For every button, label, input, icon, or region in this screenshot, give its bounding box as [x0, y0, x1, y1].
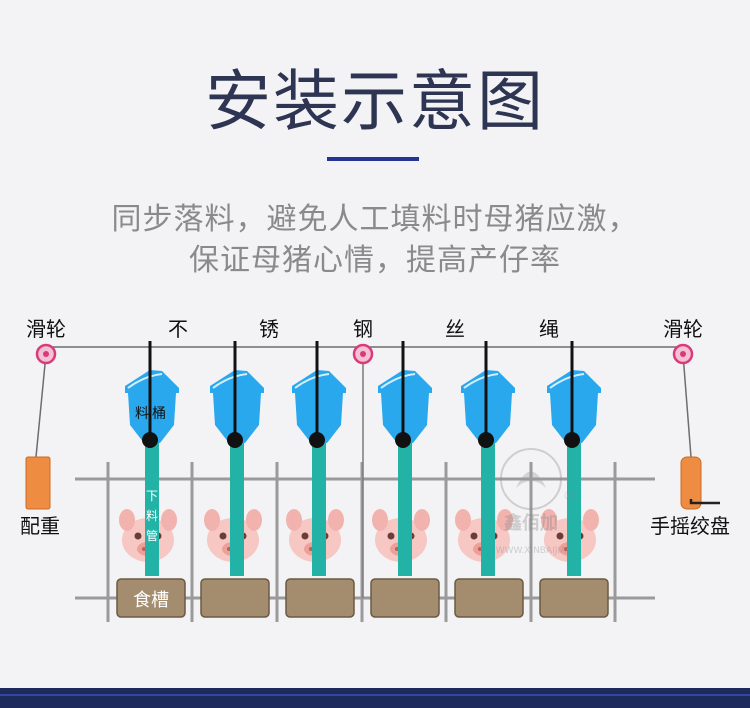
title-underline — [327, 157, 419, 161]
downpipe-label-char: 下 — [146, 489, 158, 503]
hopper — [213, 393, 261, 443]
downpipe — [230, 440, 244, 576]
hopper-label: 料桶 — [135, 406, 169, 422]
subtitle-line-2: 保证母猪心情，提高产仔率 — [189, 243, 561, 278]
feeder-unit — [125, 370, 179, 576]
downpipe — [145, 440, 159, 576]
downpipe-label-char: 料 — [146, 509, 158, 523]
trough — [454, 578, 524, 618]
pulley-right — [672, 343, 694, 365]
winch-drum — [680, 456, 702, 510]
footer-line — [0, 694, 750, 696]
page-title: 安装示意图 — [205, 63, 545, 140]
wire-label-char: 钢 — [353, 317, 373, 341]
downpipe — [398, 440, 412, 576]
watermark-sub: WWW.XINBAIJIA — [496, 546, 567, 556]
lid-highlight — [212, 373, 248, 389]
trough — [200, 578, 270, 618]
wire-rope-label: 不锈钢丝绳 — [168, 317, 559, 341]
hang-lines — [148, 341, 574, 440]
downpipe — [312, 440, 326, 576]
pulley-right-label: 滑轮 — [663, 317, 703, 341]
trough — [370, 578, 440, 618]
hopper — [295, 393, 343, 443]
feeder-unit — [547, 370, 601, 576]
wire-label-char: 丝 — [445, 317, 465, 341]
trough — [116, 578, 186, 618]
trough — [539, 578, 609, 618]
hopper-lid — [125, 370, 179, 393]
feeder-unit — [378, 370, 432, 576]
footer-band — [0, 688, 750, 708]
watermark-mark: ® — [563, 489, 575, 503]
trough-label: 食槽 — [133, 590, 169, 611]
downpipe-label-char: 管 — [146, 528, 158, 543]
wire-label-char: 绳 — [539, 317, 559, 341]
watermark-text: 鑫佰加 — [503, 512, 558, 534]
counterweight-label: 配重 — [20, 514, 60, 538]
subtitle-line-1: 同步落料，避免人工填料时母猪应激， — [111, 202, 639, 237]
right-drop-wire — [682, 353, 692, 458]
lid-highlight — [549, 373, 585, 389]
hopper — [128, 393, 176, 443]
winch-handle — [689, 499, 720, 505]
wire-label-char: 锈 — [259, 317, 279, 341]
hopper-lid — [210, 370, 264, 393]
fence-posts — [106, 462, 617, 622]
feeder-unit — [292, 370, 346, 576]
pulley-center — [352, 343, 374, 365]
feeder-unit — [210, 370, 264, 576]
counterweight — [25, 456, 51, 510]
lid-highlight — [127, 373, 163, 389]
wire-label-char: 不 — [168, 317, 188, 341]
lid-highlight — [463, 373, 499, 389]
lid-highlight — [294, 373, 330, 389]
hopper-lid — [292, 370, 346, 393]
downpipe — [567, 440, 581, 576]
hopper-lid — [461, 370, 515, 393]
winch-label: 手摇绞盘 — [650, 514, 730, 538]
pulley-left-label: 滑轮 — [26, 317, 66, 341]
downpipe — [481, 440, 495, 576]
lid-highlight — [380, 373, 416, 389]
hopper — [381, 393, 429, 443]
left-drop-wire — [35, 353, 47, 458]
trough-row: 食槽 — [116, 578, 609, 618]
trough — [285, 578, 355, 618]
hopper-lid — [378, 370, 432, 393]
hopper — [550, 393, 598, 443]
watermark-logo: 鑫佰加 ® WWW.XINBAIJIA — [496, 448, 575, 556]
hopper — [464, 393, 512, 443]
feeder-unit — [461, 370, 515, 576]
hopper-lid — [547, 370, 601, 393]
pulley-left — [35, 343, 57, 365]
